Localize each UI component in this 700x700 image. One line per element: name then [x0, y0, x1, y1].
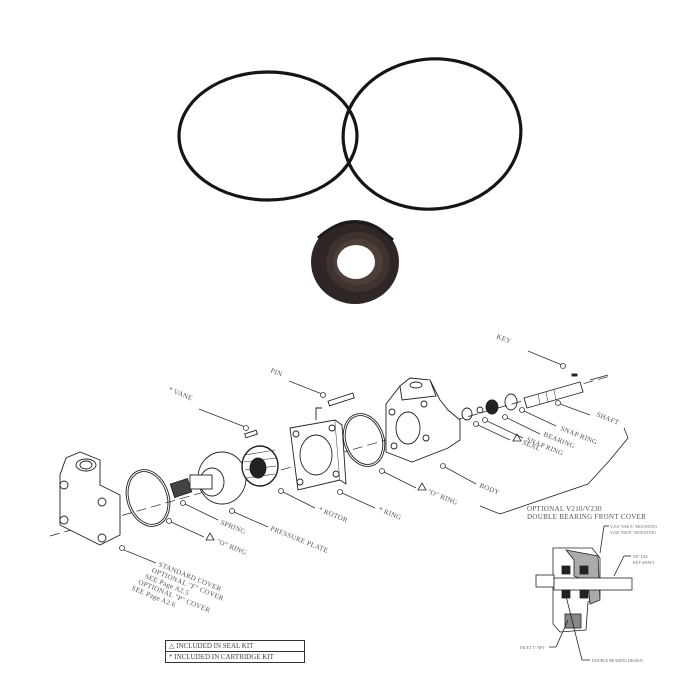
seal-kit-markers	[205, 433, 522, 541]
legend: △ INCLUDED IN SEAL KIT * INCLUDED IN CAR…	[165, 640, 305, 663]
o-ring-right	[341, 57, 523, 211]
label-ring: * RING	[377, 505, 402, 521]
pressure-plate-part	[189, 451, 247, 505]
inset-shaft-1: 5/8" DIA	[633, 554, 648, 559]
inset-mounting-2: V230 "FACE" MOUNTING	[610, 530, 656, 535]
photo-seal-kit	[177, 57, 523, 304]
inset-double-bearing: DOUBLE BEARING DESIGN	[592, 658, 643, 663]
legend-seal-kit: △ INCLUDED IN SEAL KIT	[169, 642, 254, 650]
body-part	[385, 377, 461, 463]
label-spring: SPRING	[219, 518, 247, 535]
label-optional-2: DOUBLE BEARING FRONT COVER	[527, 513, 646, 521]
inset-mounting-1: V210 "SAE A" MOUNTING	[610, 524, 657, 529]
shaft-seal	[311, 220, 399, 304]
pin-part	[327, 392, 355, 407]
inset-shaft-2: KEY SHAFT	[633, 560, 655, 565]
label-optional-1: OPTIONAL V210/V230	[527, 505, 602, 513]
label-rotor: * ROTOR	[317, 505, 349, 524]
inset-inlet: INLET 1" NPT	[520, 645, 545, 650]
snap-ring-part	[504, 393, 518, 411]
o-ring-left	[177, 70, 359, 202]
standard-cover-part	[59, 451, 121, 546]
inset-cross-section	[535, 525, 633, 661]
label-vane: * VANE	[167, 385, 194, 402]
label-body: BODY	[478, 481, 501, 496]
label-shaft: SHAFT	[595, 410, 620, 426]
o-ring-cover-part	[125, 469, 171, 527]
label-key: KEY	[495, 332, 512, 345]
exploded-view	[49, 373, 629, 546]
shaft-part	[523, 381, 584, 409]
leader-lines	[119, 350, 591, 564]
bearing-part	[485, 399, 499, 415]
seal-part	[461, 407, 473, 421]
label-cover-block: STANDARD COVER OPTIONAL "F" COVER SEE Pa…	[130, 560, 225, 614]
legend-cartridge-kit: * INCLUDED IN CARTRIDGE KIT	[166, 651, 304, 662]
spring-part	[169, 477, 193, 499]
rotor-part	[241, 445, 279, 487]
label-pressure-plate: PRESSURE PLATE	[269, 524, 329, 554]
label-pin: PIN	[269, 366, 283, 378]
ring-part	[289, 419, 347, 491]
label-o-ring-body: "O" RING	[426, 487, 459, 506]
label-o-ring-cover: "O" RING	[215, 537, 248, 556]
vane-part	[244, 429, 258, 439]
key-part	[571, 373, 578, 377]
o-ring-body-part	[342, 413, 386, 467]
